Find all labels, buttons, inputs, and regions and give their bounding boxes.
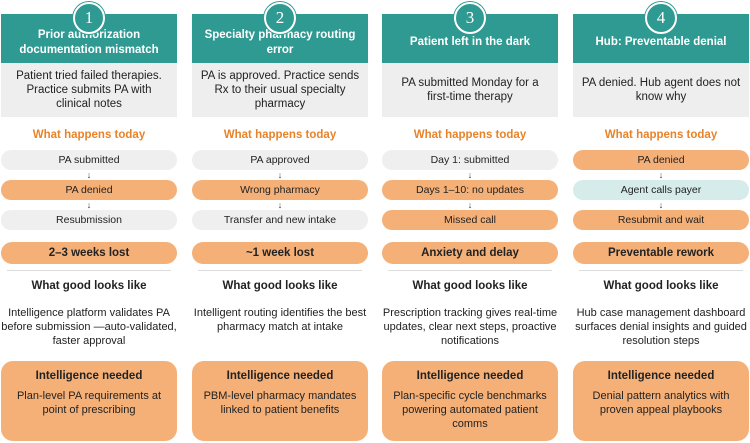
good-heading: What good looks like — [222, 280, 338, 292]
outcome-badge: Preventable rework — [573, 242, 749, 264]
section-divider — [7, 270, 171, 271]
good-description: Hub case management dashboard surfaces d… — [575, 307, 747, 347]
scenario-column-1: 1 Prior authorization documentation mism… — [1, 0, 177, 443]
intelligence-needed-card: Intelligence needed Denial pattern analy… — [573, 361, 749, 441]
arrow-down-icon: ↓ — [86, 170, 92, 180]
arrow-down-icon: ↓ — [467, 170, 473, 180]
scenario-title: Specialty pharmacy routing error — [192, 14, 368, 63]
arrow-down-icon: ↓ — [86, 200, 92, 210]
today-step-1: Day 1: submitted — [382, 150, 558, 170]
today-step-2: Days 1–10: no updates — [382, 180, 558, 200]
today-heading: What happens today — [223, 129, 337, 141]
step-number-badge: 3 — [454, 2, 486, 34]
outcome-badge: ~1 week lost — [192, 242, 368, 264]
arrow-down-icon: ↓ — [658, 170, 664, 180]
scenario-description: PA submitted Monday for a first-time the… — [382, 63, 558, 117]
good-heading: What good looks like — [603, 280, 719, 292]
good-description: Intelligent routing identifies the best … — [193, 307, 367, 333]
scenario-column-3: 3 Patient left in the dark PA submitted … — [382, 0, 558, 443]
today-step-2: Agent calls payer — [573, 180, 749, 200]
good-heading: What good looks like — [31, 280, 147, 292]
good-description: Prescription tracking gives real-time up… — [382, 307, 558, 347]
intelligence-needed-heading: Intelligence needed — [607, 370, 715, 382]
arrow-down-icon: ↓ — [277, 170, 283, 180]
section-divider — [198, 270, 362, 271]
today-heading: What happens today — [604, 129, 718, 141]
section-divider — [579, 270, 743, 271]
intelligence-needed-text: Plan-level PA requirements at point of p… — [16, 390, 162, 416]
today-step-3: Missed call — [382, 210, 558, 230]
intelligence-needed-heading: Intelligence needed — [416, 370, 524, 382]
section-divider — [388, 270, 552, 271]
good-description: Intelligence platform validates PA befor… — [1, 307, 177, 347]
today-step-3: Transfer and new intake — [192, 210, 368, 230]
today-heading: What happens today — [413, 129, 527, 141]
outcome-badge: Anxiety and delay — [382, 242, 558, 264]
today-step-2: PA denied — [1, 180, 177, 200]
today-step-2: Wrong pharmacy — [192, 180, 368, 200]
intelligence-needed-card: Intelligence needed Plan-specific cycle … — [382, 361, 558, 441]
intelligence-needed-heading: Intelligence needed — [226, 370, 334, 382]
today-step-3: Resubmit and wait — [573, 210, 749, 230]
outcome-badge: 2–3 weeks lost — [1, 242, 177, 264]
intelligence-needed-text: Denial pattern analytics with proven app… — [592, 390, 730, 416]
intelligence-needed-card: Intelligence needed PBM-level pharmacy m… — [192, 361, 368, 441]
intelligence-needed-card: Intelligence needed Plan-level PA requir… — [1, 361, 177, 441]
scenario-description: PA denied. Hub agent does not know why — [573, 63, 749, 117]
today-step-1: PA denied — [573, 150, 749, 170]
intelligence-needed-text: PBM-level pharmacy mandates linked to pa… — [203, 390, 357, 416]
arrow-down-icon: ↓ — [277, 200, 283, 210]
arrow-down-icon: ↓ — [658, 200, 664, 210]
step-number-badge: 4 — [645, 2, 677, 34]
scenario-column-4: 4 Hub: Preventable denial PA denied. Hub… — [573, 0, 749, 443]
intelligence-needed-heading: Intelligence needed — [35, 370, 143, 382]
scenario-description: PA is approved. Practice sends Rx to the… — [192, 63, 368, 117]
arrow-down-icon: ↓ — [467, 200, 473, 210]
today-heading: What happens today — [32, 129, 146, 141]
today-step-1: PA submitted — [1, 150, 177, 170]
step-number-badge: 2 — [264, 2, 296, 34]
scenario-column-2: 2 Specialty pharmacy routing error PA is… — [192, 0, 368, 443]
intelligence-needed-text: Plan-specific cycle benchmarks powering … — [393, 390, 547, 430]
step-number-badge: 1 — [73, 2, 105, 34]
today-step-1: PA approved — [192, 150, 368, 170]
today-step-3: Resubmission — [1, 210, 177, 230]
scenario-description: Patient tried failed therapies. Practice… — [1, 63, 177, 117]
scenario-title: Hub: Preventable denial — [573, 14, 749, 63]
good-heading: What good looks like — [412, 280, 528, 292]
